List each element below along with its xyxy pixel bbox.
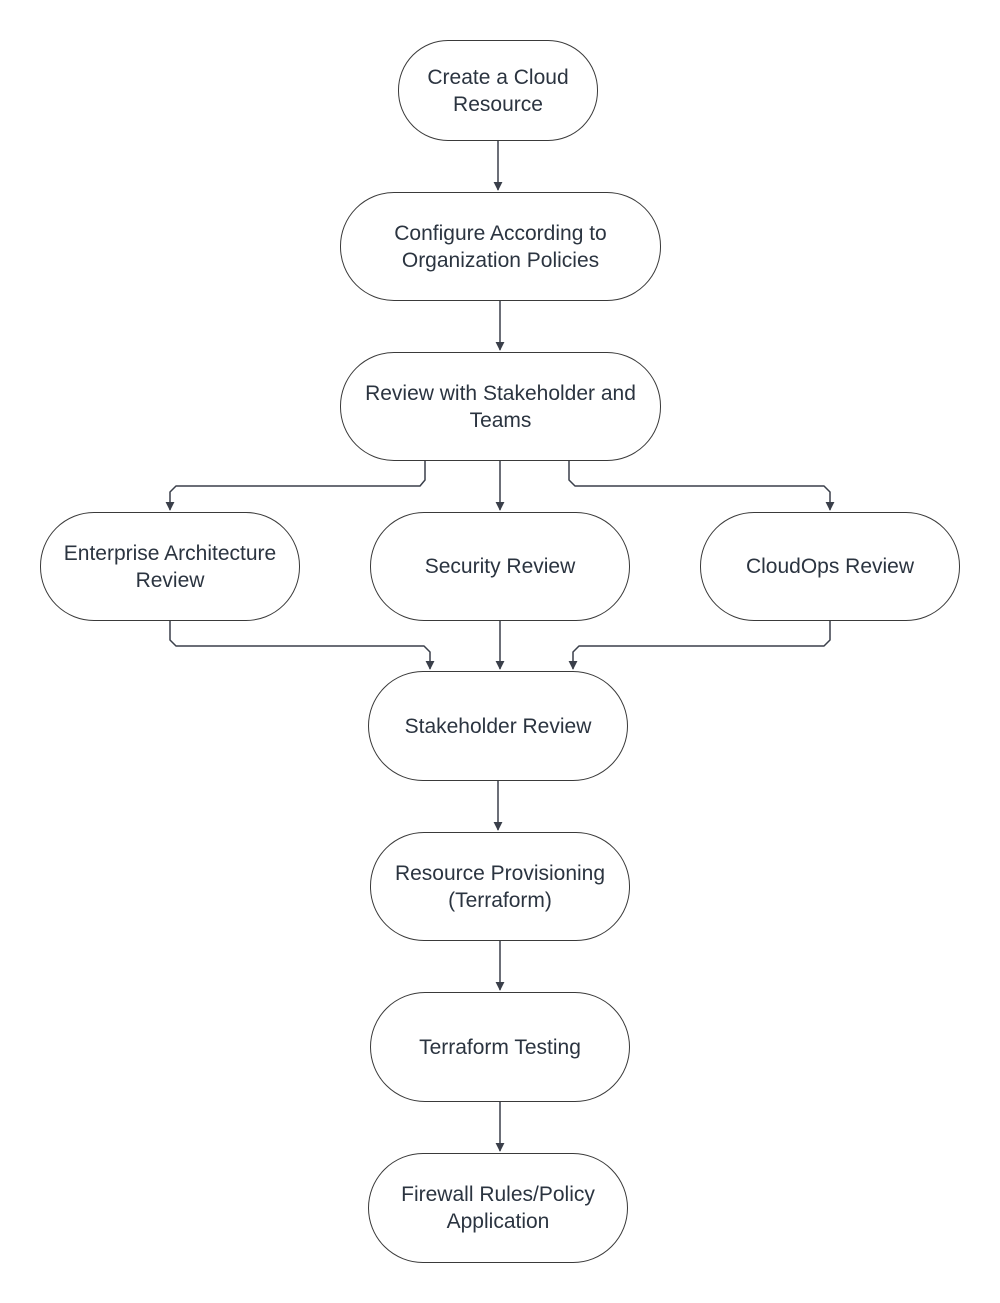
node-security-review: Security Review: [370, 512, 630, 621]
node-label: Security Review: [424, 555, 576, 578]
node-label: Firewall Rules/Policy Application: [401, 1183, 595, 1233]
node-label: Terraform Testing: [419, 1035, 581, 1059]
node-configure-organization-policies: Configure According to Organization Poli…: [340, 192, 661, 301]
node-label: Configure According to Organization Poli…: [394, 221, 607, 272]
node-resource-provisioning: Resource Provisioning (Terraform): [370, 832, 630, 941]
node-label: Create a Cloud Resource: [427, 65, 569, 116]
connector-cloudops-review-to-stakeholder-review: [568, 621, 831, 670]
connector-enterprise-architecture-review-to-stakeholder-review: [169, 621, 435, 670]
node-firewall-rules-policy: Firewall Rules/Policy Application: [368, 1153, 628, 1263]
node-label: Stakeholder Review: [404, 714, 592, 738]
node-label: Resource Provisioning (Terraform): [394, 861, 606, 912]
node-label: Enterprise Architecture Review: [63, 541, 277, 592]
connector-review-stakeholders-to-enterprise-architecture-review: [165, 461, 426, 511]
node-cloudops-review: CloudOps Review: [700, 512, 960, 621]
node-enterprise-architecture-review: Enterprise Architecture Review: [40, 512, 300, 621]
node-label: Review with Stakeholder and Teams: [365, 381, 636, 432]
node-terraform-testing: Terraform Testing: [370, 992, 630, 1102]
node-stakeholder-review: Stakeholder Review: [368, 671, 628, 781]
connector-review-stakeholders-to-cloudops-review: [568, 461, 835, 511]
node-create-cloud-resource: Create a Cloud Resource: [398, 40, 598, 141]
node-review-with-stakeholders: Review with Stakeholder and Teams: [340, 352, 661, 461]
node-label: CloudOps Review: [745, 555, 915, 578]
